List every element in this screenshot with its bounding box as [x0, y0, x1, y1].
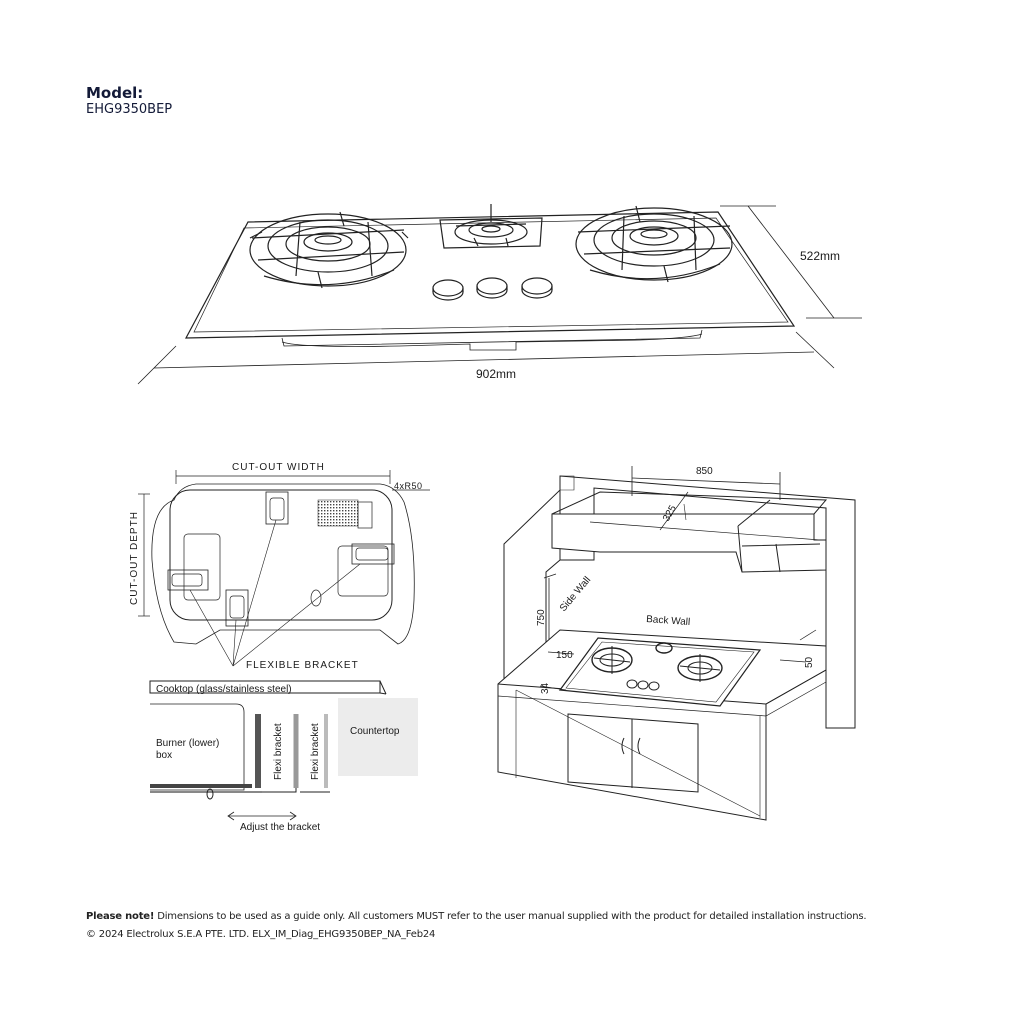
flexible-bracket-label: FLEXIBLE BRACKET [246, 660, 359, 671]
dimension-150: 150 [556, 650, 573, 661]
depth-dimension-label: 522mm [800, 249, 840, 263]
section-view [149, 680, 387, 821]
model-label: Model: [86, 84, 144, 102]
middle-burner [439, 204, 543, 249]
back-wall-label: Back Wall [646, 614, 691, 628]
note-heading: Please note! [86, 911, 155, 922]
cutout-depth-label: CUT-OUT DEPTH [129, 511, 140, 605]
kitchen-isometric [497, 466, 856, 821]
countertop-label: Countertop [350, 726, 400, 737]
dimension-50: 50 [804, 656, 815, 668]
right-burner [575, 205, 733, 283]
dimension-34: 34 [540, 682, 551, 694]
adjust-bracket-label: Adjust the bracket [240, 822, 320, 833]
dimension-850: 850 [696, 466, 713, 477]
cooktop-label: Cooktop (glass/stainless steel) [156, 684, 292, 695]
cutout-width-label: CUT-OUT WIDTH [232, 462, 325, 473]
burner-box-label: Burner (lower) [156, 738, 219, 749]
model-number: EHG9350BEP [86, 102, 173, 117]
control-knobs [432, 277, 553, 301]
side-wall-label: Side Wall [558, 575, 593, 614]
cutout-diagram [138, 470, 430, 667]
note-text: Dimensions to be used as a guide only. A… [154, 911, 867, 922]
dimension-750: 750 [536, 609, 547, 626]
left-burner [249, 211, 409, 289]
copyright: © 2024 Electrolux S.E.A PTE. LTD. ELX_IM… [86, 929, 436, 940]
countertop-block [338, 698, 418, 776]
dimension-lines [137, 205, 862, 385]
burner-box-label-line2: box [156, 750, 172, 761]
footer-note: Please note! Dimensions to be used as a … [86, 911, 867, 922]
flexi-bracket-label-2: Flexi bracket [310, 723, 321, 780]
flexi-bracket-label-1: Flexi bracket [273, 723, 284, 780]
hob-top-view [137, 204, 862, 385]
radius-label: 4xR50 [394, 481, 423, 491]
width-dimension-label: 902mm [476, 367, 516, 381]
